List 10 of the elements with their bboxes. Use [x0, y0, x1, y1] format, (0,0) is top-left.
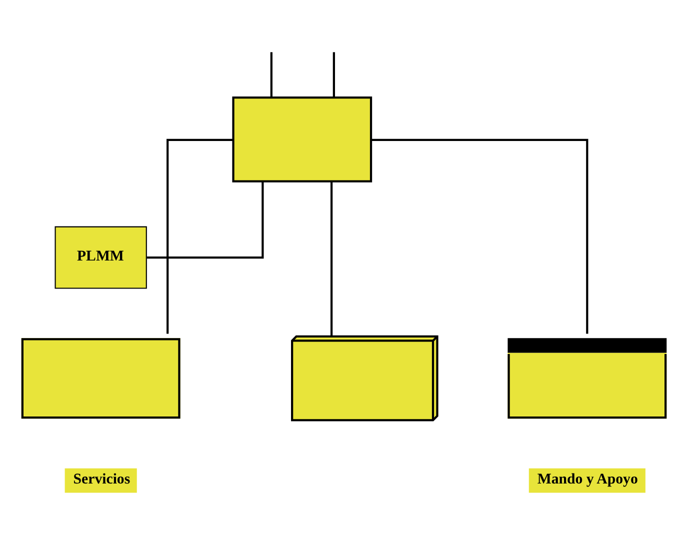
connector	[371, 138, 588, 334]
connector	[332, 52, 335, 97]
connector	[166, 138, 233, 334]
connector	[270, 52, 272, 97]
node-box: PLMM	[54, 226, 147, 288]
node-label: Servicios	[73, 470, 130, 487]
node-box	[232, 96, 372, 182]
connector	[146, 180, 264, 258]
node-label: Mando y Apoyo	[537, 470, 638, 487]
connector	[330, 180, 333, 336]
